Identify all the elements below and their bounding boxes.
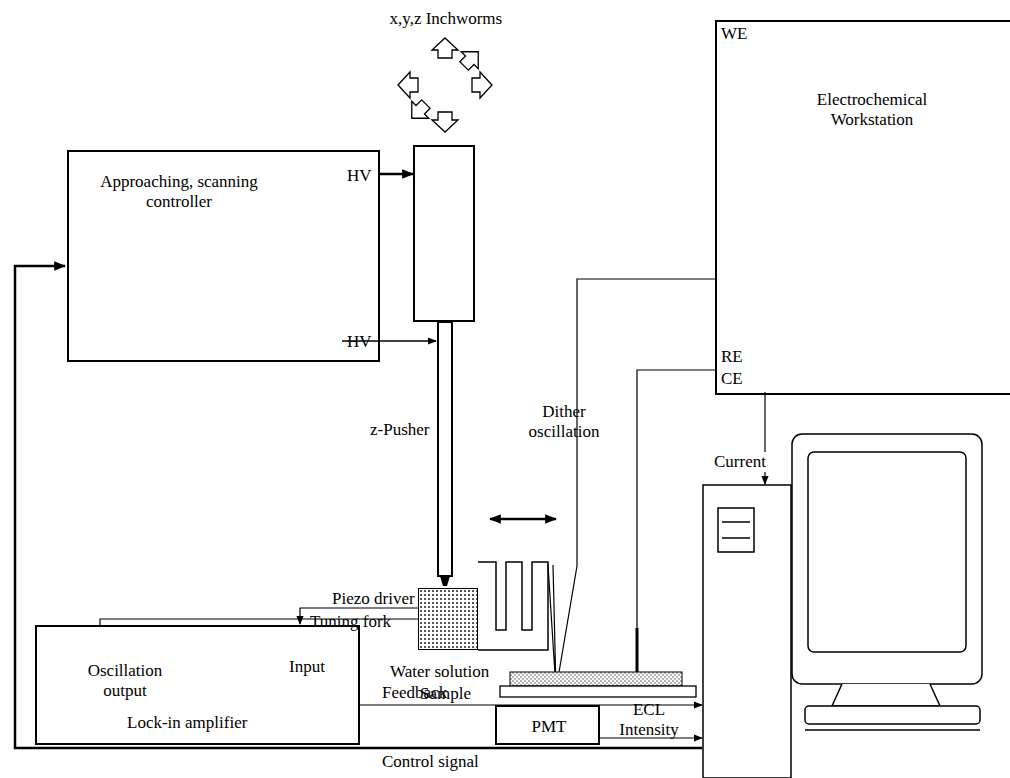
signal-label: Control signal — [382, 752, 479, 772]
connector — [380, 173, 413, 176]
lockin-box: Oscillation output InputLock-in amplifier — [35, 625, 360, 745]
water-solution — [510, 672, 682, 686]
node-text: HV — [347, 332, 372, 352]
z-pusher — [438, 322, 452, 576]
piezo-driver: Piezo driver — [418, 588, 478, 650]
node-text: Input — [289, 657, 325, 677]
signal-label: ECL Intensity — [607, 700, 691, 739]
node-text: RE — [721, 347, 743, 367]
probe — [548, 565, 556, 690]
workstation-box: WE Electrochemical WorkstationRECE — [715, 20, 1010, 395]
part-label: Tuning fork — [310, 612, 391, 632]
node-title: Oscillation output — [70, 661, 180, 700]
signal-label: Current — [712, 452, 768, 472]
direction-arrows — [398, 38, 492, 132]
part-label: Water solution — [390, 662, 489, 682]
computer — [703, 434, 982, 778]
node-title: WE — [721, 24, 747, 44]
node-title: PMT — [532, 717, 567, 737]
tuning-fork — [478, 562, 548, 650]
sample-plate — [500, 686, 696, 697]
node-title: Piezo driver — [332, 589, 415, 609]
inchworm-block: x,y,z Inchworms — [413, 145, 475, 322]
node-text: CE — [721, 369, 743, 389]
signal-label: Feedback — [382, 683, 447, 703]
dither-arrow — [490, 518, 556, 521]
node-text: HV — [347, 166, 372, 186]
we-wire — [556, 279, 715, 690]
node-text: Electrochemical Workstation — [792, 90, 952, 129]
control-wire — [15, 266, 702, 748]
node-text: Lock-in amplifier — [127, 713, 247, 733]
pusher-tip — [440, 576, 450, 586]
node-title: Approaching, scanning controller — [79, 172, 279, 211]
controller-box: Approaching, scanning controllerHVHV — [67, 150, 380, 362]
part-label: Dither oscillation — [518, 402, 610, 441]
node-title: x,y,z Inchworms — [390, 9, 503, 29]
pmt-box: PMT — [495, 705, 600, 745]
part-label: z-Pusher — [370, 420, 429, 440]
